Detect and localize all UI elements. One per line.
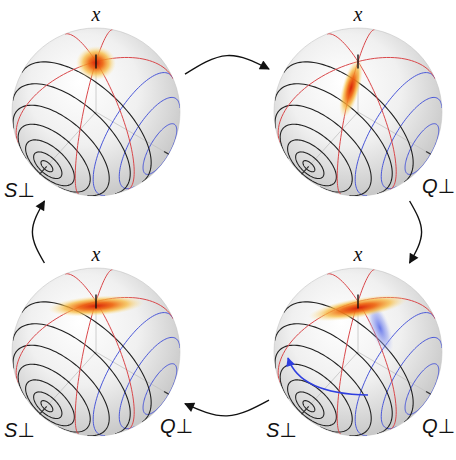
meridian-line bbox=[75, 270, 112, 435]
sphere-surface bbox=[12, 268, 180, 436]
bloch-sphere: xS⊥ bbox=[10, 26, 182, 198]
axis-label: Q⊥ bbox=[422, 176, 455, 196]
cycle-arrow bbox=[410, 201, 422, 263]
axis-line bbox=[309, 112, 358, 166]
axis-line bbox=[47, 352, 96, 406]
label-slot: x bbox=[92, 4, 101, 25]
axis-label: x bbox=[354, 4, 363, 24]
label-slot: S⊥ bbox=[4, 180, 35, 201]
contour-line bbox=[34, 392, 62, 419]
axis-line bbox=[47, 112, 96, 166]
sphere-surface bbox=[274, 28, 442, 196]
pole-tick bbox=[302, 406, 309, 414]
sphere-surface bbox=[12, 28, 180, 196]
contour-line bbox=[288, 140, 337, 186]
axis-label: x bbox=[354, 244, 363, 264]
contour-line bbox=[22, 302, 151, 422]
cycle-arrow bbox=[185, 400, 269, 416]
sphere-drawing bbox=[272, 26, 444, 198]
meridian-line bbox=[327, 34, 396, 190]
pole-tick bbox=[95, 55, 96, 69]
contour-line bbox=[143, 364, 177, 415]
contour-line bbox=[284, 302, 413, 422]
meridian-line bbox=[65, 34, 134, 190]
label-slot: x bbox=[92, 244, 101, 265]
label-slot: S⊥ bbox=[4, 420, 35, 441]
axis-line bbox=[96, 112, 164, 151]
pole-tick bbox=[40, 406, 47, 414]
pole-tick bbox=[40, 166, 47, 174]
axis-label: S⊥ bbox=[4, 420, 35, 440]
axis-label: x bbox=[92, 244, 101, 264]
contour-line bbox=[93, 73, 173, 196]
contour-line bbox=[296, 152, 324, 179]
contour-line bbox=[143, 124, 177, 175]
meridian-line bbox=[337, 270, 374, 435]
label-slot: x bbox=[354, 4, 363, 25]
probability-blob bbox=[307, 289, 409, 326]
pole-tick bbox=[426, 391, 431, 394]
label-slot: Q⊥ bbox=[422, 416, 455, 437]
rotation-arrow bbox=[288, 358, 368, 395]
contour-line bbox=[275, 105, 371, 195]
label-slot: x bbox=[354, 244, 363, 265]
contour-line bbox=[405, 124, 439, 175]
axis-label: Q⊥ bbox=[422, 416, 455, 436]
axis-label: Q⊥ bbox=[160, 416, 193, 436]
axis-line bbox=[96, 352, 164, 391]
cycle-arrow bbox=[32, 201, 44, 263]
sphere-drawing bbox=[10, 266, 182, 438]
contour-line bbox=[405, 364, 439, 415]
pole-tick bbox=[302, 166, 309, 174]
axis-line bbox=[309, 352, 358, 406]
contour-line bbox=[26, 380, 75, 426]
contour-line bbox=[34, 152, 62, 179]
contour-line bbox=[288, 380, 337, 426]
axis-line bbox=[358, 352, 426, 391]
label-slot: Q⊥ bbox=[160, 416, 193, 437]
contour-line bbox=[26, 140, 75, 186]
pole-tick bbox=[426, 151, 431, 154]
sphere-drawing bbox=[10, 26, 182, 198]
probability-blob bbox=[334, 56, 367, 121]
axis-line bbox=[358, 112, 426, 151]
contour-line bbox=[119, 97, 180, 188]
bloch-sphere: xS⊥Q⊥ bbox=[10, 266, 182, 438]
pole-tick bbox=[164, 391, 169, 394]
axis-label: S⊥ bbox=[266, 420, 297, 440]
pole-tick bbox=[95, 295, 96, 309]
bloch-sphere: xS⊥Q⊥ bbox=[272, 266, 444, 438]
pole-tick bbox=[357, 295, 358, 309]
sphere-surface bbox=[274, 268, 442, 436]
sphere-drawing bbox=[272, 266, 444, 438]
axis-label: x bbox=[92, 4, 101, 24]
label-slot: Q⊥ bbox=[422, 176, 455, 197]
pole-tick bbox=[357, 55, 358, 69]
contour-line bbox=[22, 62, 151, 182]
label-slot: S⊥ bbox=[266, 420, 297, 441]
pole-tick bbox=[164, 151, 169, 154]
bloch-sphere: xQ⊥ bbox=[272, 26, 444, 198]
axis-label: S⊥ bbox=[4, 180, 35, 200]
probability-blob bbox=[76, 46, 116, 80]
cycle-arrow bbox=[185, 56, 269, 75]
probability-blob bbox=[47, 293, 144, 320]
contour-line bbox=[296, 392, 324, 419]
